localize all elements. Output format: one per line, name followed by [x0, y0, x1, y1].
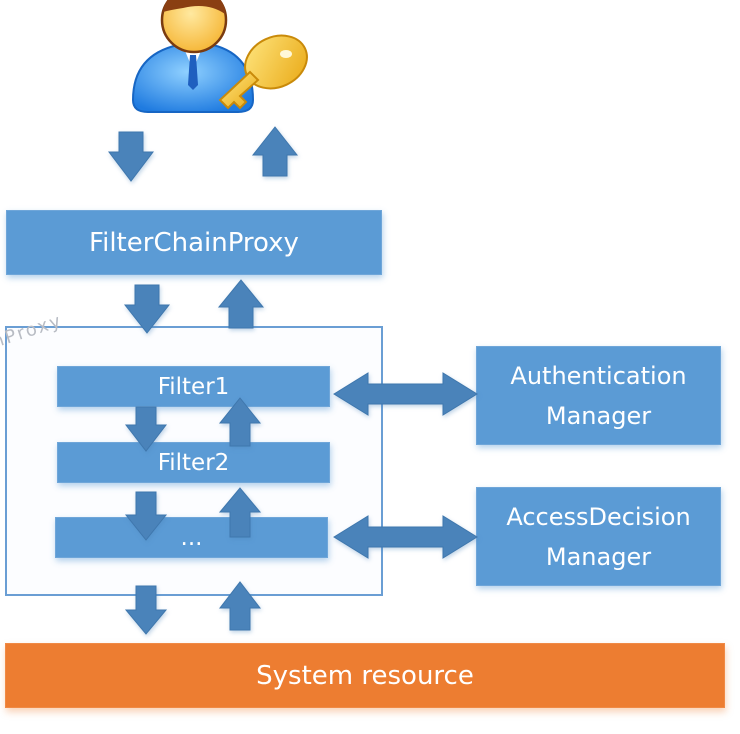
- authentication-manager-line2: Manager: [545, 401, 652, 430]
- authentication-manager-box: Authentication Manager: [476, 346, 721, 445]
- arrow-down-user-to-proxy: [107, 131, 155, 182]
- filter-box-more: ...: [55, 517, 328, 558]
- filter-box-1: Filter1: [57, 366, 330, 407]
- access-decision-manager-line2: Manager: [545, 542, 652, 571]
- filter-chain-proxy-label: FilterChainProxy: [89, 227, 299, 258]
- access-decision-manager-box: AccessDecision Manager: [476, 487, 721, 586]
- filter-label-more: ...: [180, 524, 203, 551]
- filter-label-1: Filter1: [157, 373, 230, 400]
- arrow-up-chain-to-proxy: [217, 279, 265, 329]
- filter-box-2: Filter2: [57, 442, 330, 483]
- arrow-up-proxy-to-user: [251, 126, 299, 177]
- system-resource-box: System resource: [5, 643, 725, 708]
- filter-label-2: Filter2: [157, 449, 230, 476]
- filter-chain-proxy-box: FilterChainProxy: [6, 210, 382, 275]
- access-decision-manager-line1: AccessDecision: [506, 502, 691, 531]
- system-resource-label: System resource: [256, 660, 474, 691]
- authentication-manager-line1: Authentication: [510, 361, 687, 390]
- user-with-key-icon: [128, 0, 313, 130]
